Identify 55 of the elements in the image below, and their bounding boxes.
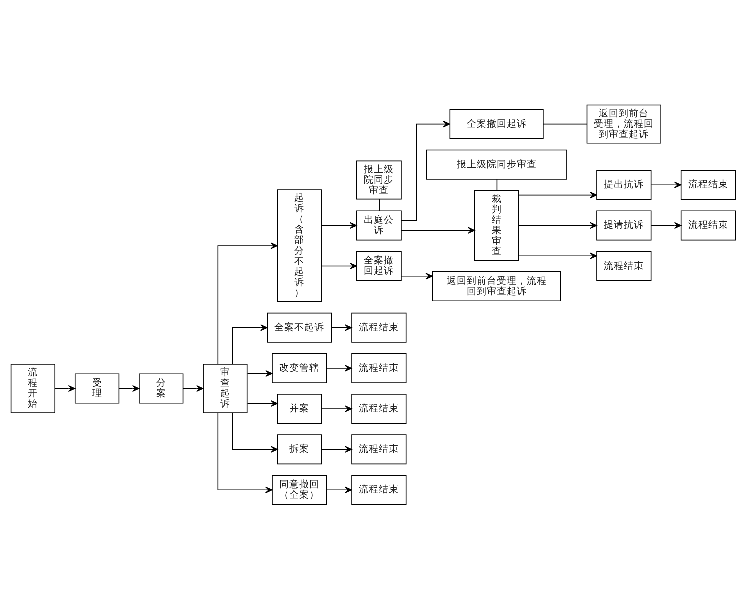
arrow: [401, 272, 433, 280]
arrow: [321, 446, 352, 452]
arrow: [331, 324, 352, 331]
node-box: 报上级院同步审查: [356, 160, 402, 200]
node-box: 报上级院同步审查: [426, 149, 568, 180]
arrow: [218, 412, 273, 493]
arrow: [518, 252, 598, 259]
node-box: 改变管辖: [272, 352, 328, 383]
node-box: 提请抗诉: [596, 210, 652, 240]
arrow: [326, 486, 352, 493]
arrow: [321, 222, 358, 229]
node-box: 受理: [74, 373, 120, 404]
node-box: 提出抗诉: [596, 170, 652, 200]
node-box: 全案撤回起诉: [450, 108, 544, 139]
arrow: [518, 222, 598, 229]
node-box: 分案: [139, 373, 184, 404]
arrow: [518, 191, 598, 198]
node-box: 流程结束: [596, 250, 652, 281]
arrow: [183, 384, 204, 392]
connector: [379, 198, 380, 211]
arrow: [247, 370, 273, 377]
node-box: 拆案: [277, 434, 322, 464]
arrow: [321, 405, 352, 412]
arrow: [401, 226, 476, 234]
arrow: [651, 181, 682, 188]
arrow: [232, 324, 268, 364]
arrow: [326, 364, 352, 372]
node-box: 出庭公诉: [356, 210, 402, 240]
node-box: 流程结束: [680, 210, 736, 240]
node-box: 流程结束: [352, 352, 407, 383]
node-box: 全案不起诉: [267, 312, 332, 342]
arrow: [218, 242, 278, 364]
connector: [496, 178, 498, 191]
node-box: 裁判结果审查: [474, 190, 520, 260]
arrow: [321, 262, 358, 270]
node-box: 全案撤回起诉: [356, 250, 402, 281]
node-box: 同意撤回（全案）: [272, 474, 328, 505]
node-box: 流程结束: [680, 170, 736, 200]
arrow: [247, 400, 278, 407]
node-box: 流程结束: [352, 394, 407, 424]
node-box: 并案: [277, 394, 322, 424]
node-box: 流程结束: [352, 312, 407, 342]
arrow: [118, 384, 140, 392]
arrow: [232, 412, 278, 452]
connector: [543, 123, 588, 124]
node-box: 流程结束: [352, 474, 407, 505]
node-box: 审查起诉: [203, 364, 248, 413]
node-box: 流程结束: [352, 434, 407, 464]
node-box: 返回到前台受理，流程回到审查起诉: [432, 271, 562, 302]
arrow: [401, 120, 450, 221]
arrow: [54, 384, 76, 392]
arrow: [651, 222, 682, 229]
node-box: 起诉（含部分不起诉）: [277, 189, 322, 302]
node-box: 流程开始: [10, 364, 56, 413]
node-box: 返回到前台受理，流程回到审查起诉: [586, 104, 662, 144]
